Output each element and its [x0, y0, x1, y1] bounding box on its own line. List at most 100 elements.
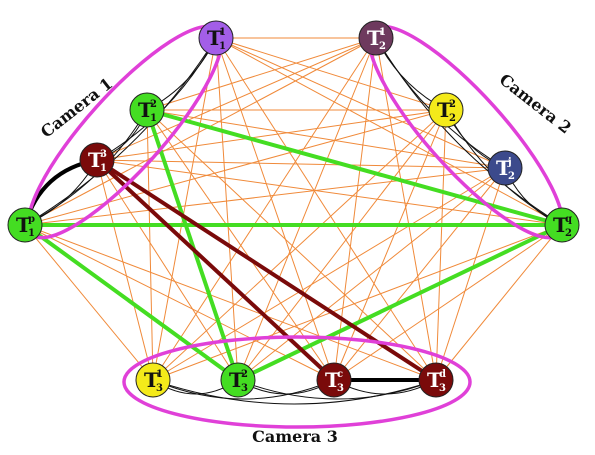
cross-edge-t2_j-t3_d — [435, 167, 506, 381]
node-subscript: 2 — [379, 41, 386, 52]
node-superscript: q — [565, 214, 572, 225]
node-superscript: 1 — [156, 369, 163, 380]
cross-edge-t1_1-t3_c — [215, 37, 335, 381]
node-letter: T — [207, 26, 222, 50]
node-superscript: p — [28, 214, 35, 225]
node-superscript: 3 — [100, 149, 107, 160]
node-circle — [198, 20, 234, 56]
cross-edge-t2_q-t3_1 — [152, 224, 563, 381]
node-superscript: j — [507, 157, 512, 168]
node-t2_1[interactable]: T12 — [358, 20, 394, 56]
node-circle — [7, 207, 43, 243]
green-match-t1_2-t2_q — [146, 108, 563, 227]
node-subscript: 2 — [508, 171, 515, 182]
node-superscript: 1 — [219, 27, 226, 38]
node-circle — [79, 142, 115, 178]
node-subscript: 1 — [28, 228, 35, 239]
cross-edge-t1_3-t2_q — [96, 159, 563, 226]
intra-edge-t3_2-t3_d — [237, 379, 437, 400]
cross-edge-t1_p-t3_1 — [24, 224, 154, 381]
cross-edge-t1_p-t2_2 — [24, 109, 447, 226]
node-t2_2[interactable]: T2 2 — [428, 92, 464, 128]
cross-edge-t2_2-t3_d — [435, 109, 447, 381]
cross-edge-t2_1-t3_c — [333, 37, 377, 381]
cross-edge-t2_j-t3_2 — [237, 167, 506, 381]
cross-edge-t1_3-t2_1 — [96, 37, 377, 161]
node-letter: T — [144, 368, 159, 392]
node-subscript: 3 — [241, 383, 248, 394]
cross-edge-t1_p-t3_d — [24, 224, 437, 381]
node-t1_3[interactable]: T3 1 — [79, 142, 115, 178]
cross-edge-t1_2-t3_1 — [146, 109, 154, 381]
node-letter: T — [16, 213, 31, 237]
camera-groups — [26, 24, 565, 429]
node-circle — [487, 150, 523, 186]
cross-edge-t2_q-t3_d — [435, 224, 563, 381]
node-t3_c[interactable]: Tc 3 — [316, 362, 352, 398]
node-subscript: 1 — [100, 163, 107, 174]
cross-edge-t1_1-t2_q — [215, 37, 563, 226]
cross-edge-t1_2-t2_j — [146, 109, 506, 169]
node-letter: T — [553, 213, 568, 237]
node-circle — [418, 362, 454, 398]
cross-edge-t1_1-t3_2 — [215, 37, 239, 381]
node-letter: T — [367, 26, 382, 50]
node-letter: T — [496, 156, 511, 180]
node-circle — [544, 207, 580, 243]
intra-edge-t1_1-t1_p — [24, 37, 217, 226]
cross-edge-t1_1-t2_2 — [215, 37, 447, 111]
cross-edge-t2_1-t3_d — [375, 37, 437, 381]
node-t2_j[interactable]: Tj 2 — [487, 150, 523, 186]
node-superscript: 2 — [449, 99, 456, 110]
node-t3_2[interactable]: T2 3 — [220, 362, 256, 398]
node-t1_2[interactable]: T2 1 — [129, 92, 165, 128]
cross-edge-t1_3-t3_1 — [96, 159, 154, 381]
node-subscript: 3 — [337, 383, 344, 394]
cross-edge-t2_1-t3_1 — [152, 37, 377, 381]
camera-2-label: Camera 2 — [496, 70, 575, 138]
cross-edge-t2_q-t3_c — [333, 224, 563, 381]
node-circle — [428, 92, 464, 128]
node-t1_1[interactable]: T11 — [198, 20, 234, 56]
darkred-match-t1_3-t3_c — [95, 158, 336, 382]
cross-edge-t2_2-t3_1 — [152, 109, 447, 381]
node-t2_q[interactable]: Tq 2 — [544, 207, 580, 243]
cross-edge-t1_1-t3_1 — [152, 37, 217, 381]
node-subscript: 1 — [150, 113, 157, 124]
node-circle — [220, 362, 256, 398]
green-match-t3_2-t2_q — [237, 223, 563, 382]
green-match-t1_2-t3_2 — [145, 109, 240, 381]
green-match-t1_p-t3_2 — [23, 223, 240, 382]
node-superscript: 2 — [241, 369, 248, 380]
node-circle — [129, 92, 165, 128]
node-letter: T — [229, 368, 244, 392]
node-superscript: d — [439, 369, 446, 380]
node-t3_d[interactable]: Td 3 — [418, 362, 454, 398]
node-circle — [358, 20, 394, 56]
cross-edge-t2_2-t3_c — [333, 109, 447, 381]
intra-edge-t2_1-t2_q — [375, 37, 563, 226]
cross-edge-t1_2-t3_d — [146, 109, 437, 381]
camera-3-label: Camera 3 — [252, 427, 338, 446]
node-subscript: 2 — [565, 228, 572, 239]
node-letter: T — [138, 98, 153, 122]
node-letter: T — [427, 368, 442, 392]
cross-edge-t2_1-t3_2 — [237, 37, 377, 381]
node-superscript: c — [337, 369, 343, 380]
cross-edge-t1_2-t2_1 — [146, 37, 377, 111]
node-subscript: 2 — [449, 113, 456, 124]
node-t1_p[interactable]: Tp 1 — [7, 207, 43, 243]
cross-edge-t1_p-t2_j — [24, 167, 506, 226]
cross-edge-t1_1-t3_d — [215, 37, 437, 381]
node-letter: T — [325, 368, 340, 392]
node-superscript: 2 — [150, 99, 157, 110]
intra-edge-t3_1-t3_c — [152, 379, 335, 400]
node-subscript: 3 — [439, 383, 446, 394]
node-t3_1[interactable]: T13 — [135, 362, 171, 398]
node-letter: T — [437, 98, 452, 122]
cross-edge-t1_p-t2_1 — [24, 37, 377, 226]
node-letter: T — [88, 148, 103, 172]
